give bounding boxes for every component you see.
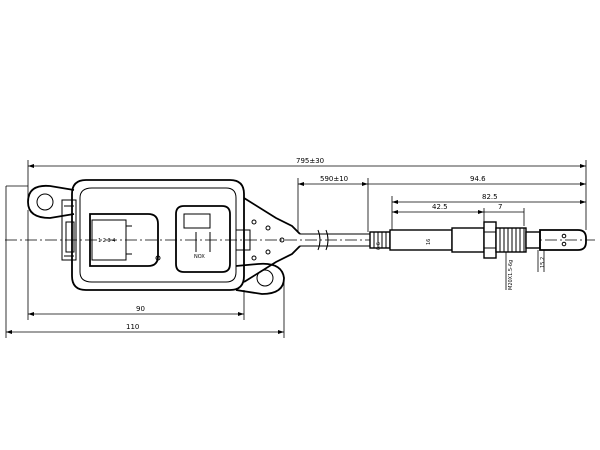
sensor-port-label: NOX bbox=[194, 254, 205, 260]
dim-probe-label: 82.5 bbox=[482, 193, 498, 201]
thread-section bbox=[495, 227, 527, 253]
dim-cable-label: 590±10 bbox=[320, 175, 348, 183]
thread-ridges bbox=[499, 228, 525, 252]
dim-hex-label: 42.5 bbox=[432, 203, 448, 211]
thread-spec-label: M20X1.5-6g bbox=[508, 260, 514, 290]
transition-lower-edge bbox=[243, 245, 301, 283]
connector-pin-block bbox=[91, 219, 127, 261]
dim-overall-label: 795±30 bbox=[296, 157, 324, 165]
cable-break-mark bbox=[317, 229, 321, 251]
dim-thread-label: 7 bbox=[498, 203, 502, 211]
left-mounting-hole bbox=[36, 193, 54, 211]
tip-dia-label: 15.2 bbox=[540, 257, 546, 268]
dim-module-outer-label: 110 bbox=[126, 323, 139, 331]
rivet-dot bbox=[251, 219, 257, 225]
cable-transition bbox=[243, 197, 301, 283]
tube-dia-label: 16 bbox=[426, 239, 432, 245]
rivet-dot bbox=[265, 225, 271, 231]
connector-pin-labels: 1 2 3 4 bbox=[98, 238, 116, 244]
tip-vent-hole bbox=[561, 233, 567, 239]
hex-nut bbox=[483, 221, 497, 259]
sleeve-dia-label: 6.6 bbox=[376, 242, 382, 250]
rivet-dot bbox=[265, 249, 271, 255]
dim-module-inner-label: 90 bbox=[136, 305, 145, 313]
left-connector-latch bbox=[65, 221, 75, 253]
dimensions: 795±30 590±10 94.6 82.5 42.5 7 90 bbox=[5, 157, 587, 338]
right-mounting-ear bbox=[235, 262, 285, 295]
rivet-dot bbox=[251, 255, 257, 261]
arrowheads bbox=[580, 182, 586, 186]
right-mounting-hole bbox=[256, 269, 274, 287]
left-connector-flange bbox=[61, 199, 77, 261]
sensor-probe: 16 bbox=[389, 221, 587, 259]
left-mounting-ear bbox=[27, 184, 75, 219]
transition-upper-edge bbox=[243, 197, 301, 235]
cable: 6.6 bbox=[300, 229, 391, 251]
cable-break-mark bbox=[325, 229, 329, 251]
tip-vent-hole bbox=[561, 241, 567, 247]
probe-sleeve bbox=[451, 227, 485, 253]
module-housing-inner bbox=[79, 187, 237, 283]
module-housing-outer bbox=[71, 179, 245, 291]
sensor-port-slot bbox=[183, 213, 211, 229]
control-module: 1 2 3 4 NOX bbox=[27, 179, 285, 295]
probe-tube bbox=[389, 229, 453, 251]
module-cable-gland bbox=[235, 229, 251, 251]
sensor-port bbox=[175, 205, 231, 273]
tip-body bbox=[525, 231, 541, 249]
dim-sensor-label: 94.6 bbox=[470, 175, 486, 183]
rivet-dot bbox=[279, 237, 285, 243]
indicator-dot bbox=[155, 255, 161, 261]
tip-cap bbox=[539, 229, 587, 251]
